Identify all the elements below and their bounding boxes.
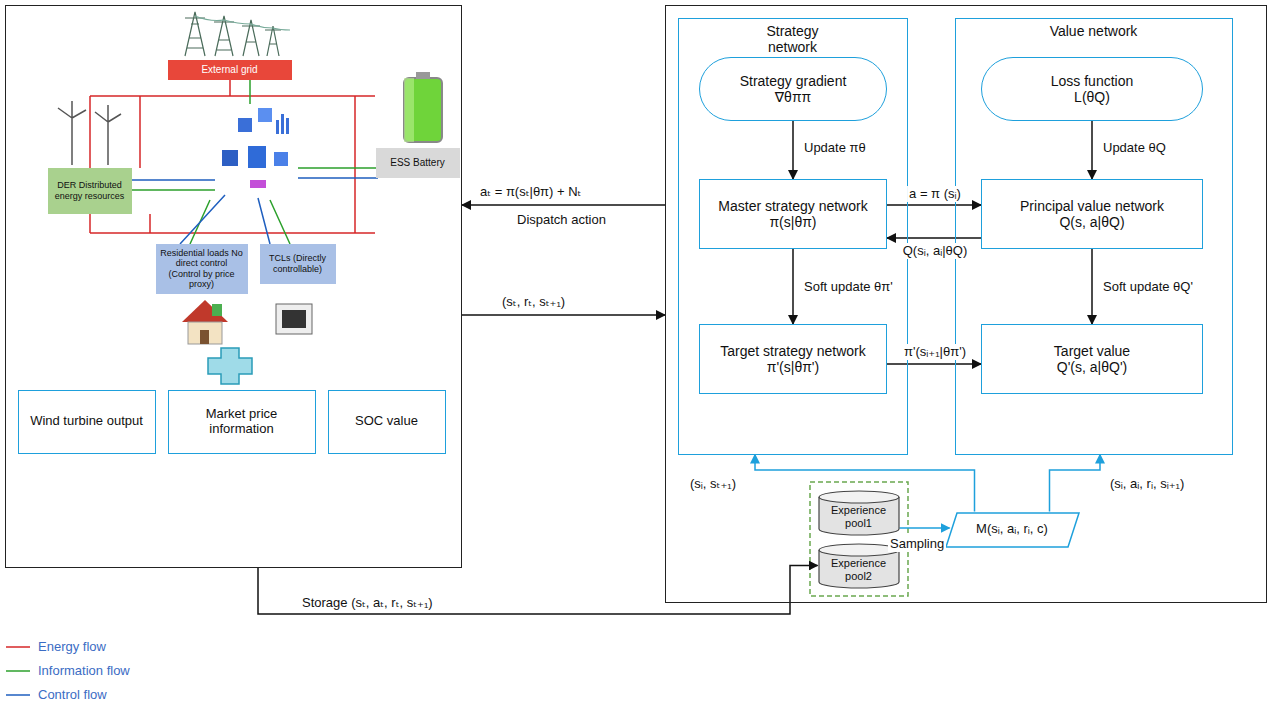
- node-text: Master strategy network: [718, 198, 867, 214]
- formula-text: L(θQ): [1074, 89, 1110, 105]
- connector-arrow: [887, 363, 981, 365]
- formula-text: ∇θππ: [775, 89, 811, 105]
- connector-arrow: [900, 527, 950, 529]
- legend-text: Energy flow: [36, 639, 108, 655]
- connector-arrow: [887, 237, 981, 239]
- edge-label: Update πθ: [802, 140, 868, 156]
- connector-arrow: [462, 204, 665, 206]
- node-text: M(sᵢ, aᵢ, rᵢ, c): [976, 522, 1048, 537]
- network-group: Value networkLoss functionL(θQ) Principal…: [955, 18, 1233, 455]
- pool-cylinder: Experience pool1: [818, 490, 900, 536]
- battery-icon: [404, 72, 442, 142]
- node-text: DER Distributed energy resources: [52, 180, 128, 201]
- node-text: TCLs (Directly controllable): [264, 253, 332, 274]
- node-text: Value network: [1050, 23, 1138, 39]
- input-box: SOC value: [328, 390, 446, 454]
- minibatch-parallelogram: M(sᵢ, aᵢ, rᵢ, c): [945, 512, 1080, 548]
- grid-box: External grid: [168, 60, 292, 80]
- formula-text: π'(s|θπ'): [767, 359, 819, 375]
- edge-label: Soft update θπ': [802, 279, 895, 295]
- node-text: Target strategy network: [720, 343, 866, 359]
- edge-label: (sₜ, rₜ, sₜ₊₁): [500, 294, 567, 310]
- legend-text: Control flow: [36, 687, 109, 703]
- edge-label: aₜ = π(sₜ|θπ) + Nₜ: [478, 184, 583, 200]
- legend-samples: [6, 647, 30, 695]
- edge-label: Q(sᵢ, aᵢ|θQ): [901, 243, 970, 259]
- node-text: Experience pool1: [822, 504, 896, 529]
- control-center-icon: [222, 108, 289, 188]
- node-text: Strategy gradient: [740, 73, 847, 89]
- formula-text: π(s|θπ): [769, 214, 816, 230]
- node-text: Experience pool2: [822, 557, 896, 582]
- edge-label: Storage (sₜ, aₜ, rₜ, sₜ₊₁): [300, 595, 435, 611]
- gradient-box: Strategy gradient∇θππ: [699, 57, 887, 121]
- connector-arrow: [887, 204, 981, 206]
- ess-box: ESS Battery: [376, 148, 460, 178]
- edge-label: a = π (sᵢ): [907, 186, 963, 202]
- transmission-towers: [185, 12, 290, 56]
- edge-label: Soft update θQ': [1101, 279, 1195, 295]
- connector-arrow: [755, 455, 975, 512]
- process-box: Target valueQ'(s, a|θQ'): [981, 324, 1203, 394]
- energy-flow-lines: [90, 79, 375, 233]
- node-text: Market price information: [173, 407, 311, 437]
- agent-panel: Strategy networkStrategy gradient∇θππMas…: [665, 5, 1267, 603]
- control-flow-lines: [132, 178, 378, 244]
- loss-box: Loss functionL(θQ): [981, 57, 1203, 121]
- input-box: Market price information: [168, 390, 316, 454]
- process-box: Master strategy networkπ(s|θπ): [699, 179, 887, 249]
- flow-label: Dispatch action: [515, 212, 608, 228]
- load-box: Residential loads No direct control (Con…: [156, 244, 248, 294]
- edge-label: (sᵢ, sₜ₊₁): [688, 476, 738, 492]
- connector-arrow: [1050, 455, 1101, 512]
- air-conditioner-icon: [276, 304, 312, 334]
- node-text: External grid: [201, 64, 257, 76]
- house-icon: [182, 300, 228, 344]
- node-text: SOC value: [355, 414, 418, 429]
- network-group: Strategy networkStrategy gradient∇θππMas…: [678, 18, 908, 455]
- edge-label: Sampling: [888, 536, 946, 552]
- node-text: Wind turbine output: [30, 414, 143, 429]
- legend-text: Information flow: [36, 663, 132, 679]
- der-box: DER Distributed energy resources: [48, 168, 132, 214]
- connector-arrow: [258, 566, 818, 615]
- tcl-box: TCLs (Directly controllable): [260, 244, 336, 284]
- edge-label: (sᵢ, aᵢ, rᵢ, sᵢ₊₁): [1108, 476, 1186, 492]
- node-text: Target value: [1054, 343, 1130, 359]
- node-text: ESS Battery: [390, 157, 444, 169]
- connector-arrow: [462, 314, 665, 316]
- connector-arrow: [1091, 249, 1093, 324]
- system-panel: External gridDER Distributed energy reso…: [5, 5, 462, 568]
- node-text: Strategy network: [748, 23, 838, 55]
- process-box: Target strategy networkπ'(s|θπ'): [699, 324, 887, 394]
- process-box: Principal value networkQ(s, a|θQ): [981, 179, 1203, 249]
- node-text: Residential loads No direct control (Con…: [160, 248, 244, 289]
- edge-label: π'(sᵢ₊₁|θπ'): [902, 344, 968, 360]
- connector-arrow: [1091, 121, 1093, 179]
- plus-sign: [208, 348, 252, 384]
- connector-arrow: [792, 249, 794, 324]
- information-flow-lines: [132, 79, 378, 244]
- input-box: Wind turbine output: [18, 390, 156, 454]
- node-text: Principal value network: [1020, 198, 1164, 214]
- formula-text: Q(s, a|θQ): [1059, 214, 1124, 230]
- node-text: Loss function: [1051, 73, 1134, 89]
- formula-text: Q'(s, a|θQ'): [1057, 359, 1127, 375]
- edge-label: Update θQ: [1101, 140, 1168, 156]
- connector-arrow: [792, 121, 794, 179]
